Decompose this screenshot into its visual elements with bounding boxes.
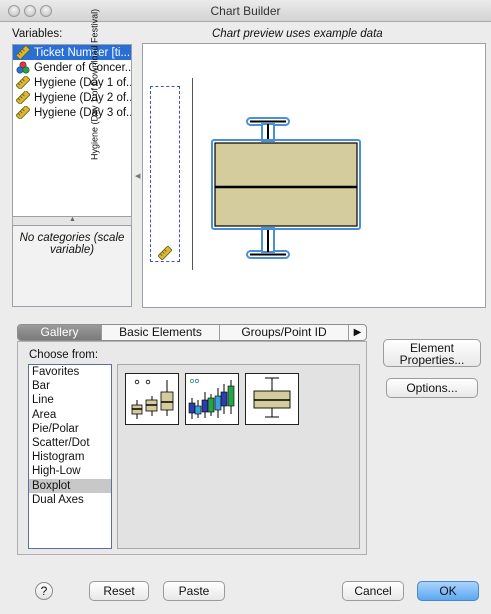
no-categories-panel: No categories (scale variable) bbox=[12, 225, 132, 307]
simple-boxplot-icon bbox=[131, 379, 174, 419]
example-boxplot[interactable] bbox=[205, 112, 365, 262]
chart-type-item[interactable]: Pie/Polar bbox=[32, 422, 79, 435]
variable-item[interactable]: Gender of Concer... bbox=[13, 60, 131, 75]
clustered-boxplot-thumbnail[interactable] bbox=[185, 373, 239, 425]
minimize-window-icon[interactable] bbox=[24, 5, 36, 17]
simple-boxplot-thumbnail[interactable] bbox=[125, 373, 179, 425]
clustered-boxplot-icon bbox=[188, 378, 235, 419]
nominal-circles-icon bbox=[16, 61, 30, 74]
variable-item[interactable]: Ticket Number [ti... bbox=[13, 45, 131, 60]
chart-type-item[interactable]: Boxplot bbox=[29, 478, 111, 493]
1d-boxplot-icon bbox=[253, 377, 291, 418]
chart-type-item[interactable]: Scatter/Dot bbox=[32, 436, 90, 449]
close-window-icon[interactable] bbox=[8, 5, 20, 17]
tab-groups-point-id[interactable]: Groups/Point ID bbox=[220, 325, 349, 340]
variable-label: Hygiene (Day 3 of... bbox=[34, 106, 131, 119]
chart-type-item[interactable]: Histogram bbox=[32, 451, 85, 464]
zoom-window-icon[interactable] bbox=[40, 5, 52, 17]
variable-label: Hygiene (Day 2 of... bbox=[34, 91, 131, 104]
more-tabs-arrow-icon[interactable]: ▶ bbox=[353, 327, 362, 338]
tab-basic-elements[interactable]: Basic Elements bbox=[102, 325, 220, 340]
variable-label: Hygiene (Day 1 of... bbox=[34, 76, 131, 89]
scale-ruler-icon bbox=[15, 105, 31, 120]
element-properties-button[interactable]: Element Properties... bbox=[383, 339, 481, 367]
scale-ruler-icon bbox=[15, 75, 31, 90]
reset-button[interactable]: Reset bbox=[89, 581, 149, 601]
preview-caption: Chart preview uses example data bbox=[212, 28, 383, 40]
chart-type-item[interactable]: Bar bbox=[32, 380, 50, 393]
chart-type-item[interactable]: Favorites bbox=[32, 366, 80, 378]
variable-item[interactable]: Hygiene (Day 2 of... bbox=[13, 90, 131, 105]
box-body[interactable] bbox=[214, 142, 358, 227]
chart-type-item[interactable]: Dual Axes bbox=[32, 493, 84, 506]
variables-label: Variables: bbox=[12, 28, 63, 40]
scale-ruler-icon bbox=[15, 90, 31, 105]
window-title: Chart Builder bbox=[210, 4, 281, 18]
chart-type-item[interactable]: High-Low bbox=[32, 465, 81, 478]
y-axis-drop-zone[interactable] bbox=[150, 86, 180, 262]
options-button[interactable]: Options... bbox=[386, 378, 478, 398]
gallery-tab-bar: Gallery Basic Elements Groups/Point ID ▶ bbox=[17, 324, 367, 341]
ok-button[interactable]: OK bbox=[417, 581, 479, 601]
tab-gallery[interactable]: Gallery bbox=[18, 325, 102, 340]
chart-type-item[interactable]: Area bbox=[32, 408, 57, 421]
no-categories-text: No categories (scale variable) bbox=[19, 232, 125, 256]
1d-boxplot-thumbnail[interactable] bbox=[245, 373, 299, 425]
panel-splitter-handle[interactable]: ◀ bbox=[135, 173, 141, 180]
help-button[interactable]: ? bbox=[35, 582, 53, 600]
variable-label: Ticket Number [ti... bbox=[34, 46, 131, 59]
variable-label: Gender of Concer... bbox=[34, 61, 131, 74]
y-axis-label: Hygiene (Day 1 of Download Festival) bbox=[89, 8, 100, 160]
variable-item[interactable]: Hygiene (Day 3 of... bbox=[13, 105, 131, 120]
choose-from-label: Choose from: bbox=[29, 349, 99, 361]
title-bar: Chart Builder bbox=[0, 0, 491, 22]
variable-item[interactable]: Hygiene (Day 1 of... bbox=[13, 75, 131, 90]
y-axis-scale-icon bbox=[158, 246, 172, 260]
cancel-button[interactable]: Cancel bbox=[342, 581, 404, 601]
scale-ruler-icon bbox=[15, 45, 31, 60]
y-axis-line bbox=[192, 78, 193, 270]
chart-type-item[interactable]: Line bbox=[32, 394, 54, 407]
paste-button[interactable]: Paste bbox=[163, 581, 225, 601]
variables-list[interactable]: Ticket Number [ti... Gender of Concer... H… bbox=[12, 44, 132, 217]
list-splitter[interactable]: ▲ bbox=[12, 216, 132, 225]
